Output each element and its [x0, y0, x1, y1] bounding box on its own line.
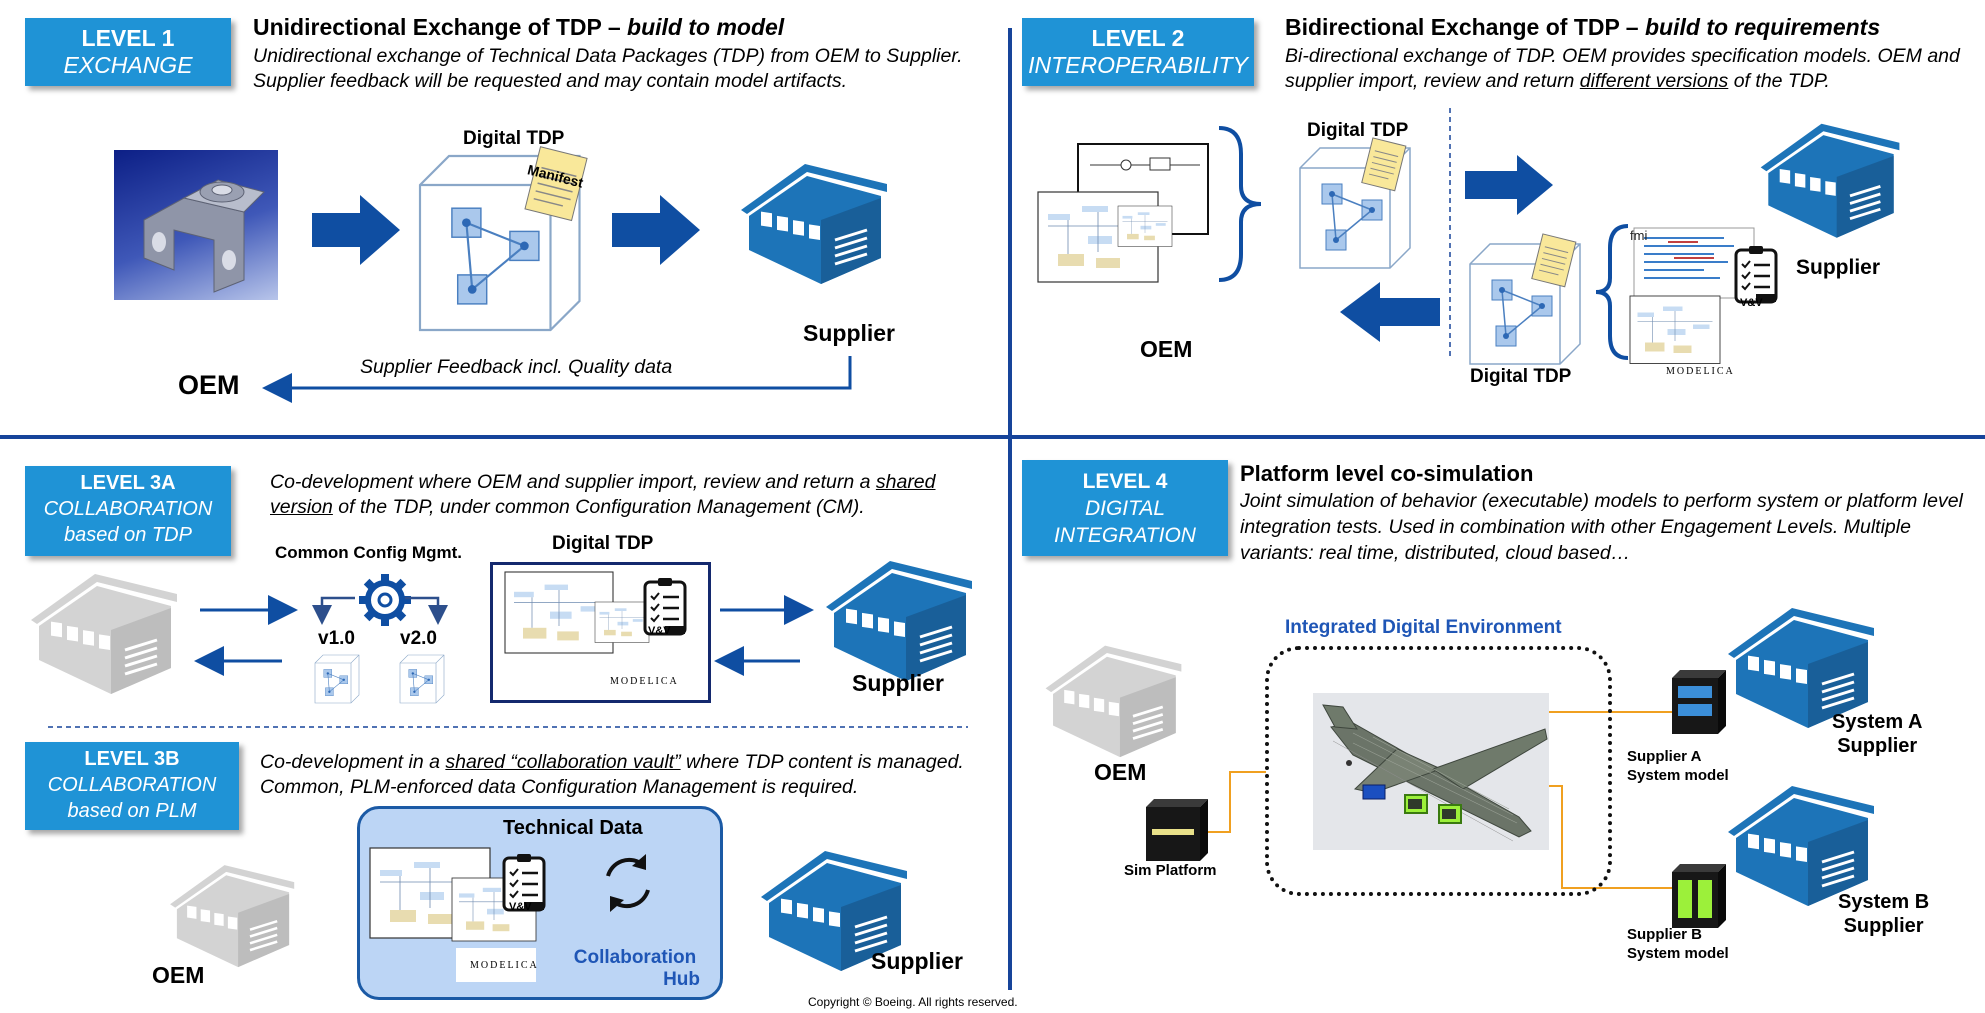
gear-icon: [359, 574, 411, 626]
level2-digital-tdp-top-label: Digital TDP: [1307, 120, 1409, 141]
level3b-vv-label: V&V: [509, 901, 532, 913]
level2-vv-label: V&V: [1740, 297, 1763, 309]
level3b-tdp-content: [369, 847, 546, 982]
level2-badge: LEVEL 2 INTEROPERABILITY: [1022, 18, 1254, 86]
level3a-badge: LEVEL 3A COLLABORATION based on TDP: [25, 466, 231, 556]
level1-title: Unidirectional Exchange of TDP – build t…: [253, 14, 785, 40]
level3a-description: Co-development where OEM and supplier im…: [270, 471, 936, 518]
level2-modelica-label: MODELICA: [1666, 366, 1735, 377]
manifest-icon: [524, 146, 588, 222]
copyright-text: Copyright © Boeing. All rights reserved.: [808, 995, 1018, 1009]
supplier-a-model-icon: [1672, 670, 1726, 734]
level3a-supplier-label: Supplier: [852, 670, 945, 696]
sim-platform-label: Sim Platform: [1124, 862, 1217, 879]
system-b-supplier-label: System B Supplier: [1838, 891, 1930, 937]
level2-brace-right: [1595, 224, 1629, 360]
level2-arrow-left: [1340, 282, 1440, 342]
version-branch-arrows: [312, 596, 448, 625]
level1-arrow-2: [612, 195, 700, 265]
level2-arrow-right: [1465, 155, 1553, 215]
level1-description: Unidirectional exchange of Technical Dat…: [253, 45, 963, 92]
level4-oem-label: OEM: [1094, 759, 1147, 785]
level3a-arrows-left: [194, 595, 814, 676]
level2-badge-name: INTEROPERABILITY: [1028, 52, 1248, 78]
level1-digital-tdp-label: Digital TDP: [463, 128, 565, 149]
integrated-environment-boundary: [1265, 646, 1612, 896]
part-model-image: [114, 150, 278, 300]
level3a-modelica-label: MODELICA: [610, 676, 679, 687]
supplier-b-model-icon: [1672, 864, 1726, 928]
level2-oem-models: [1037, 143, 1209, 283]
level4-badge-sub: INTEGRATION: [1054, 524, 1196, 547]
level2-oem-label: OEM: [1140, 336, 1193, 362]
aircraft-model-image: [1313, 693, 1549, 850]
feedback-label: Supplier Feedback incl. Quality data: [360, 356, 673, 378]
supplier-a-model-label: Supplier A System model: [1627, 748, 1729, 784]
level3a-badge-number: LEVEL 3A: [80, 472, 176, 494]
level3b-supplier-label: Supplier: [871, 948, 964, 974]
collaboration-hub-label: Collaboration Hub: [573, 947, 700, 990]
level2-title: Bidirectional Exchange of TDP – build to…: [1285, 14, 1881, 40]
level3a-digital-tdp-label: Digital TDP: [552, 533, 654, 554]
level2-tdp-cube-top: [1299, 137, 1411, 269]
level3b-badge: LEVEL 3B COLLABORATION based on PLM: [25, 742, 239, 830]
level2-fmi-label: fmi: [1630, 228, 1648, 243]
level2-description: Bi-directional exchange of TDP. OEM prov…: [1285, 45, 1960, 92]
level1-supplier-label: Supplier: [803, 320, 896, 346]
sync-icon: [606, 854, 650, 912]
level3a-vv-label: V&V: [648, 625, 671, 637]
level3a-badge-sub: based on TDP: [64, 524, 192, 546]
level2-brace-left: [1218, 126, 1262, 282]
level2-digital-tdp-bottom-label: Digital TDP: [1470, 366, 1572, 387]
level4-badge: LEVEL 4 DIGITAL INTEGRATION: [1022, 460, 1228, 556]
level1-badge: LEVEL 1 EXCHANGE: [25, 18, 231, 86]
feedback-arrow: [262, 356, 852, 403]
level1-badge-name: EXCHANGE: [63, 52, 193, 78]
level3b-badge-name: COLLABORATION: [47, 774, 217, 796]
integrated-environment-label: Integrated Digital Environment: [1285, 617, 1562, 638]
level3a-badge-name: COLLABORATION: [43, 498, 213, 520]
config-mgmt-label: Common Config Mgmt.: [275, 543, 462, 562]
level4-description: Joint simulation of behavior (executable…: [1240, 490, 1963, 564]
level2-supplier-label: Supplier: [1796, 256, 1881, 279]
level2-tdp-cube-bottom: [1469, 233, 1581, 365]
level4-badge-number: LEVEL 4: [1082, 470, 1168, 493]
version-1-label: v1.0: [318, 628, 355, 649]
supplier-b-model-label: Supplier B System model: [1627, 926, 1729, 962]
level3b-modelica-label: MODELICA: [470, 960, 539, 971]
level4-badge-name: DIGITAL: [1084, 497, 1166, 520]
level3b-description: Co-development in a shared “collaboratio…: [260, 751, 964, 798]
level3b-oem-label: OEM: [152, 962, 205, 988]
level2-badge-number: LEVEL 2: [1091, 25, 1185, 51]
system-a-supplier-label: System A Supplier: [1832, 711, 1923, 757]
level1-oem-label: OEM: [178, 370, 240, 400]
level1-arrow-1: [312, 195, 400, 265]
version-2-label: v2.0: [400, 628, 437, 649]
level1-badge-number: LEVEL 1: [81, 25, 175, 51]
level3b-badge-number: LEVEL 3B: [84, 748, 180, 770]
sim-platform-computer-icon: [1146, 799, 1208, 861]
level4-title: Platform level co-simulation: [1240, 461, 1534, 486]
technical-data-label: Technical Data: [503, 817, 643, 839]
level3b-badge-sub: based on PLM: [67, 800, 197, 822]
